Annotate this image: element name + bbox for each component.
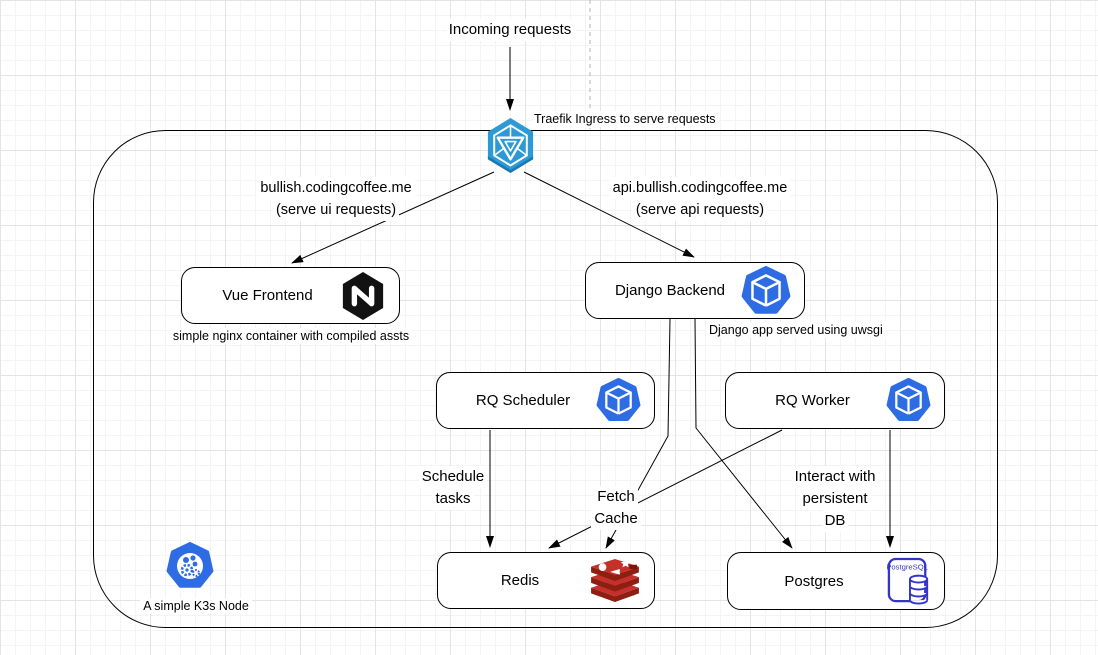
rq-worker-label: RQ Worker bbox=[775, 392, 850, 409]
edge-ingress-to-django[interactable] bbox=[523, 171, 695, 258]
django-backend-label: Django Backend bbox=[614, 282, 726, 299]
k3s-node-boundary[interactable] bbox=[93, 130, 998, 628]
edge-django-to-postgres[interactable] bbox=[694, 318, 793, 549]
svg-text:PostgreSQL: PostgreSQL bbox=[887, 563, 928, 572]
ui-branch-label: bullish.codingcoffee.me (serve ui reques… bbox=[226, 177, 446, 221]
vue-frontend-label: Vue Frontend bbox=[222, 287, 313, 304]
rq-scheduler-label: RQ Scheduler bbox=[475, 392, 571, 409]
redis-label: Redis bbox=[500, 572, 540, 589]
postgres-label: Postgres bbox=[784, 572, 844, 590]
k3s-node-caption: A simple K3s Node bbox=[116, 598, 276, 614]
interact-db-label: Interact with persistent DB bbox=[775, 466, 895, 532]
container-cube-icon bbox=[741, 265, 791, 316]
container-cube-icon bbox=[596, 378, 641, 423]
redis-node[interactable]: Redis bbox=[437, 552, 655, 609]
schedule-tasks-label: Schedule tasks bbox=[403, 466, 503, 510]
api-branch-label: api.bullish.codingcoffee.me (serve api r… bbox=[590, 177, 810, 221]
redis-icon bbox=[589, 558, 641, 603]
postgres-node[interactable]: Postgres PostgreSQL bbox=[727, 552, 945, 610]
rq-scheduler-node[interactable]: RQ Scheduler bbox=[436, 372, 655, 429]
edge-worker-to-redis[interactable] bbox=[548, 429, 783, 549]
django-backend-node[interactable]: Django Backend bbox=[585, 262, 805, 319]
ingress-caption: Traefik Ingress to serve requests bbox=[531, 111, 719, 127]
vue-frontend-node[interactable]: Vue Frontend bbox=[181, 267, 400, 324]
fetch-cache-label: Fetch Cache bbox=[576, 486, 656, 530]
vue-frontend-caption: simple nginx container with compiled ass… bbox=[151, 328, 431, 344]
postgresql-icon: PostgreSQL bbox=[887, 556, 931, 606]
incoming-requests-label: Incoming requests bbox=[430, 19, 590, 41]
container-cube-icon bbox=[886, 378, 931, 423]
django-backend-caption: Django app served using uwsgi bbox=[706, 322, 886, 338]
traefik-ingress-icon[interactable] bbox=[483, 117, 538, 174]
k3s-node-icon[interactable] bbox=[166, 542, 214, 590]
nginx-icon bbox=[340, 271, 386, 321]
rq-worker-node[interactable]: RQ Worker bbox=[725, 372, 945, 429]
